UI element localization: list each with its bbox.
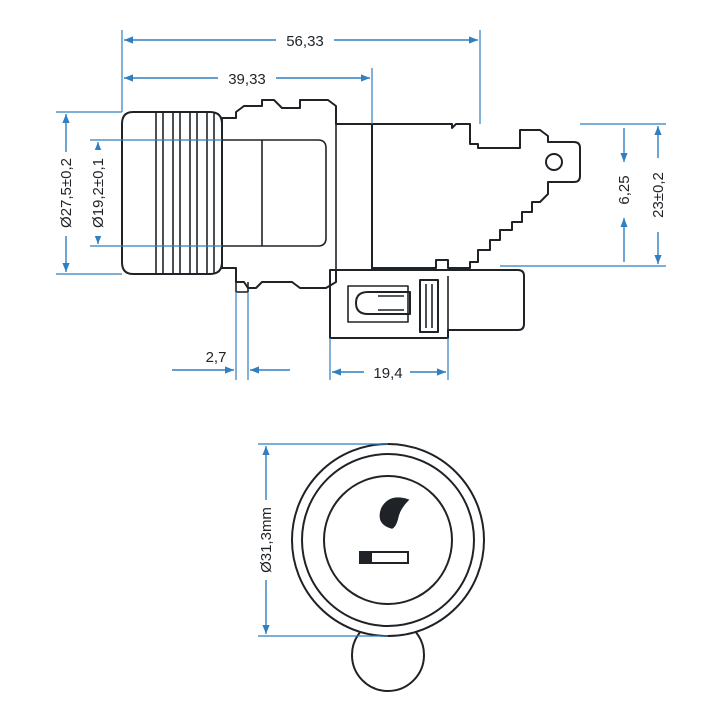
outer-diameter-label: Ø27,5±0,2 [58, 158, 75, 228]
dimension-body-length: 39,33 [124, 68, 373, 124]
dimension-outer-diameter: Ø27,5±0,2 [56, 111, 122, 275]
dimension-body-height: 23±0,2 [630, 123, 668, 267]
dimension-tab-height: 6,25 [500, 123, 633, 267]
body-length-label: 39,33 [228, 71, 266, 88]
rear-body [371, 123, 581, 269]
tab-height-label: 6,25 [616, 175, 633, 204]
threaded-cap [121, 111, 223, 275]
inner-diameter-label: Ø19,2±0,1 [90, 158, 107, 228]
front-diameter-label: Ø31,3mm [258, 507, 275, 573]
cigarette-lighter-symbol-icon [359, 497, 410, 564]
mounting-clip [329, 269, 525, 339]
dimension-inner-diameter: Ø19,2±0,1 [88, 139, 222, 247]
socket-sleeve [221, 99, 373, 293]
front-inner-ring [323, 475, 453, 605]
flange-thickness-label: 2,7 [206, 349, 227, 366]
overall-length-label: 56,33 [286, 33, 324, 50]
body-height-label: 23±0,2 [650, 172, 667, 218]
dimension-front-diameter: Ø31,3mm [256, 443, 388, 637]
clip-length-label: 19,4 [373, 365, 402, 382]
front-outer-ring [291, 443, 485, 637]
front-view [291, 443, 485, 692]
dimension-flange-thickness: 2,7 [172, 292, 290, 380]
front-middle-ring [301, 453, 475, 627]
side-view [121, 99, 581, 339]
dimension-overall-length: 56,33 [121, 30, 481, 124]
dimension-clip-length: 19,4 [329, 338, 449, 382]
